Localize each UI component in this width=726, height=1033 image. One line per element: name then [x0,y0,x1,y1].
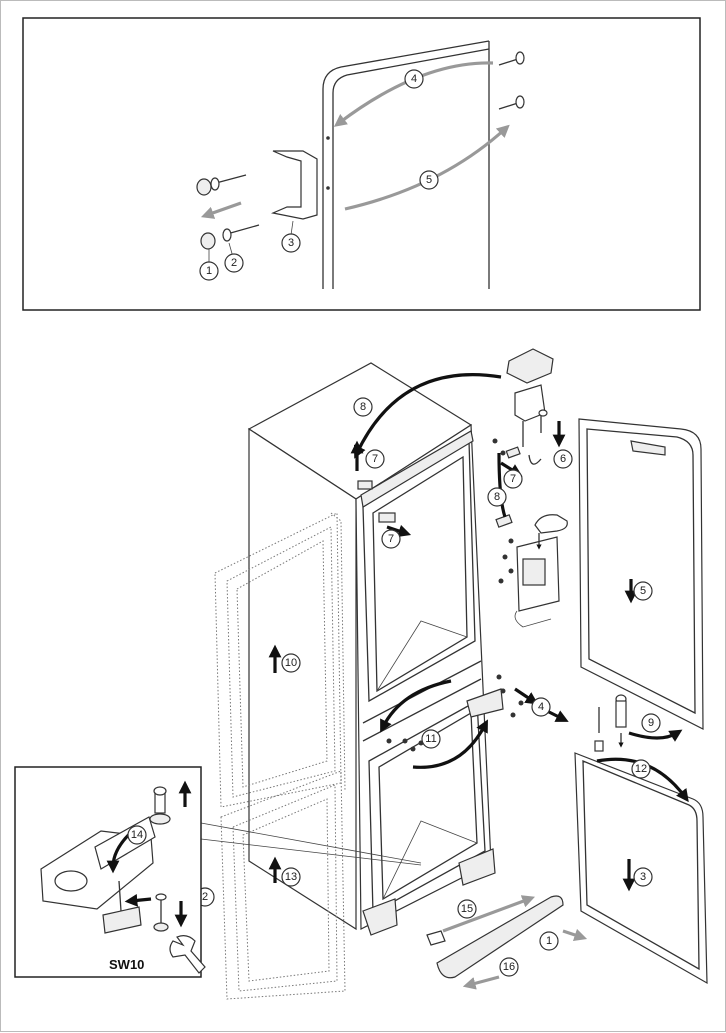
arrow-icon [380,679,452,733]
tool-label: SW10 [109,957,144,972]
arrow-icon [353,373,502,459]
control-panel [514,536,560,628]
hinge-pin-parts [594,694,627,752]
callout-16: 16 [499,957,519,977]
svg-text:1: 1 [546,935,552,947]
arrow-icon [562,928,588,942]
svg-text:4: 4 [411,73,417,85]
handle-part [270,136,330,220]
callout-7: 7 [381,529,401,549]
callout-3: 3 [281,233,301,253]
svg-text:15: 15 [461,903,473,915]
callout-15: 15 [457,899,477,919]
arrow-icon [546,709,569,722]
svg-text:7: 7 [372,453,378,465]
svg-text:8: 8 [494,491,500,503]
svg-text:11: 11 [425,733,436,745]
svg-text:14: 14 [131,829,143,841]
svg-text:6: 6 [560,453,566,465]
arrow-icon [412,719,488,769]
svg-text:2: 2 [231,257,237,269]
arrow-icon [386,524,412,538]
callout-8: 8 [487,487,507,507]
callout-5: 5 [419,170,439,190]
arrow-icon [628,729,683,742]
arrow-icon [514,687,539,705]
svg-text:3: 3 [288,237,294,249]
callout-5: 5 [633,581,653,601]
upper-door-ghost [214,512,346,808]
lower-door-ghost [220,770,346,1000]
cap-icon [200,232,216,250]
callout-4: 4 [404,69,424,89]
callout-11: 11 [421,729,441,749]
inset-detail: 14 SW10 [14,766,206,978]
door-outline [322,40,490,289]
callout-1: 1 [539,931,559,951]
callout-9: 9 [641,713,661,733]
svg-text:3: 3 [640,871,646,883]
callout-12: 12 [631,759,651,779]
callout-14: 14 [127,825,147,845]
arrow-icon [462,975,500,990]
leader-line [200,822,422,864]
svg-text:7: 7 [510,473,516,485]
arrow-icon [200,201,242,219]
arrow-icon [442,895,535,933]
callout-7: 7 [365,449,385,469]
hand-icon [534,514,568,550]
screw-icon [498,95,525,110]
upper-door [578,418,704,730]
callout-3: 3 [633,867,653,887]
ventilation-grille [426,895,564,979]
callout-4: 4 [531,697,551,717]
svg-text:10: 10 [285,657,297,669]
arrow-icon [124,893,152,907]
callout-6: 6 [553,449,573,469]
main-panel: 1 2 3 4 5 6 7 7 [195,348,708,1000]
screw-icon [153,893,169,932]
callout-1: 1 [199,261,219,281]
screw-icon [498,51,525,66]
svg-text:5: 5 [640,585,646,597]
top-hinge-assembly [506,348,554,465]
cap-icon [196,178,212,196]
top-panel-frame [22,17,701,311]
svg-text:9: 9 [648,717,654,729]
callout-2: 2 [224,253,244,273]
svg-text:8: 8 [360,401,366,413]
svg-text:16: 16 [503,961,515,973]
svg-text:4: 4 [538,701,544,713]
svg-text:13: 13 [285,871,297,883]
callout-8: 8 [353,397,373,417]
callout-13: 13 [281,867,301,887]
wrench-icon [169,935,206,974]
svg-text:7: 7 [388,533,394,545]
callout-7: 7 [503,469,523,489]
svg-text:12: 12 [635,763,647,775]
fridge-cabinet [247,362,504,936]
svg-text:2: 2 [202,891,208,903]
svg-text:5: 5 [426,174,432,186]
svg-text:1: 1 [206,265,212,277]
screw-icon [386,438,524,752]
screw-icon [222,224,260,242]
callout-10: 10 [281,653,301,673]
top-panel: 1 2 3 4 5 [22,17,701,311]
leader-line [200,838,422,866]
